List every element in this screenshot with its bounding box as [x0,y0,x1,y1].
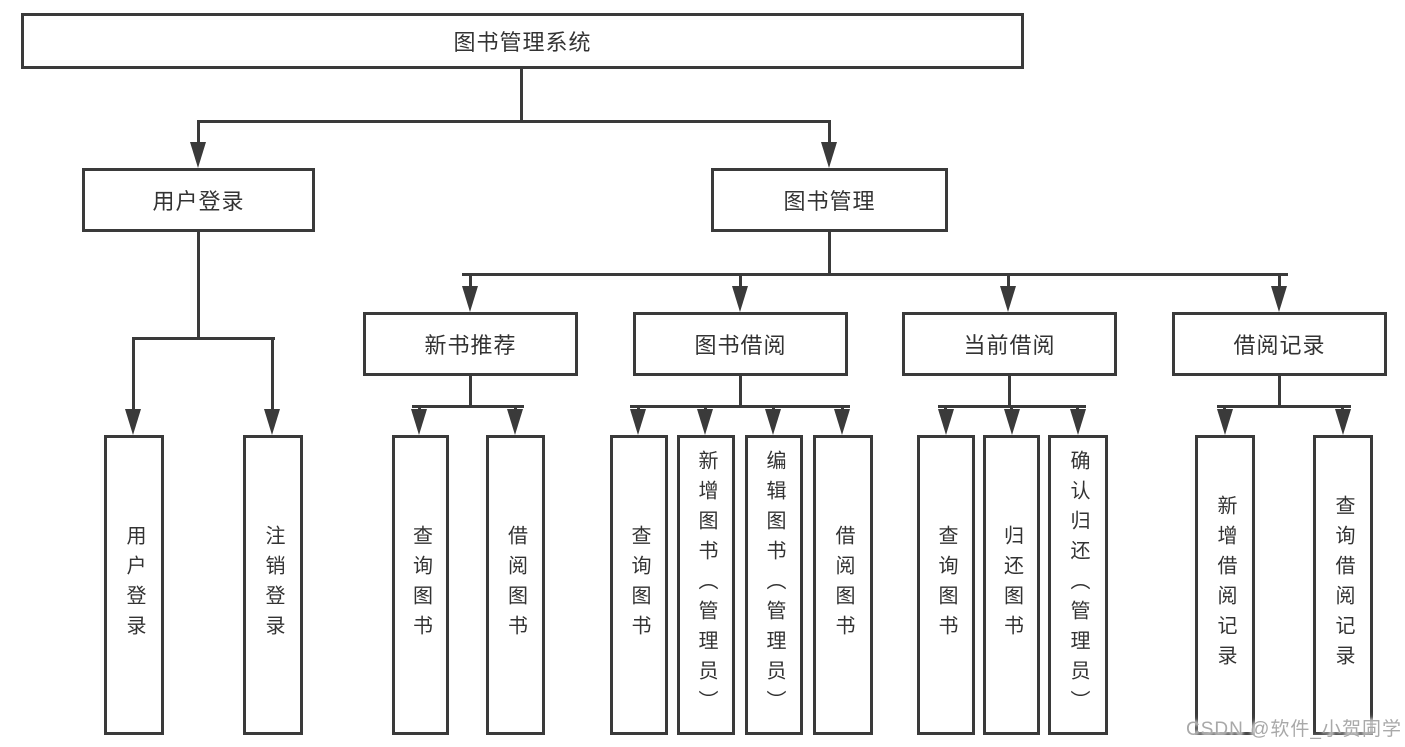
connector-stem-book-management [828,120,831,145]
connector-stem-current-borrow [1007,273,1010,288]
leaf-logout: 注销登录 [243,435,303,735]
arrow-down-icon [938,409,954,435]
connector-stem-leaf-logout [271,337,274,411]
connector-current-borrow-trunk [1008,376,1011,408]
arrow-down-icon [765,409,781,435]
watermark: CSDN @软件_小贺同学 [1186,719,1402,740]
node-current-borrowing: 当前借阅 [902,312,1117,376]
leaf-confirm-return-admin: 确认归还（管理员） [1048,435,1108,735]
arrow-down-icon [1335,409,1351,435]
leaf-query-books-borrow: 查询图书 [610,435,668,735]
connector-borrow-records-trunk [1278,376,1281,408]
connector-book-management-trunk [828,232,831,276]
arrow-down-icon [462,286,478,312]
leaf-query-books-current: 查询图书 [917,435,975,735]
connector-stem-new-book [469,273,472,288]
connector-book-management-branch [462,273,1288,276]
arrow-down-icon [1004,409,1020,435]
node-book-borrowing: 图书借阅 [633,312,848,376]
leaf-add-books-admin: 新增图书（管理员） [677,435,735,735]
connector-root-trunk [520,69,523,123]
node-root-library-management-system: 图书管理系统 [21,13,1024,69]
arrow-down-icon [411,409,427,435]
arrow-down-icon [1217,409,1233,435]
arrow-down-icon [125,409,141,435]
leaf-query-borrow-record: 查询借阅记录 [1313,435,1373,735]
connector-new-book-trunk [469,376,472,408]
node-new-book-recommendation: 新书推荐 [363,312,578,376]
connector-borrow-records-branch [1217,405,1351,408]
connector-stem-book-borrow [739,273,742,288]
arrow-down-icon [821,142,837,168]
arrow-down-icon [697,409,713,435]
arrow-down-icon [507,409,523,435]
leaf-return-books: 归还图书 [983,435,1040,735]
arrow-down-icon [264,409,280,435]
arrow-down-icon [834,409,850,435]
connector-new-book-branch [412,405,524,408]
arrow-down-icon [732,286,748,312]
connector-book-borrow-trunk [739,376,742,408]
connector-root-branch [197,120,831,123]
arrow-down-icon [190,142,206,168]
connector-stem-leaf-user-login [132,337,135,411]
arrow-down-icon [1000,286,1016,312]
connector-stem-user-login [197,120,200,145]
leaf-borrow-books-borrow: 借阅图书 [813,435,873,735]
node-book-management: 图书管理 [711,168,948,232]
leaf-borrow-books-recommend: 借阅图书 [486,435,545,735]
arrow-down-icon [1271,286,1287,312]
connector-stem-borrow-records [1278,273,1281,288]
leaf-edit-books-admin: 编辑图书（管理员） [745,435,803,735]
node-borrowing-records: 借阅记录 [1172,312,1387,376]
connector-user-login-trunk [197,232,200,340]
connector-user-login-branch [132,337,275,340]
leaf-query-books-recommend: 查询图书 [392,435,449,735]
node-user-login: 用户登录 [82,168,315,232]
arrow-down-icon [630,409,646,435]
leaf-user-login: 用户登录 [104,435,164,735]
connector-book-borrow-branch [630,405,850,408]
leaf-add-borrow-record: 新增借阅记录 [1195,435,1255,735]
arrow-down-icon [1070,409,1086,435]
